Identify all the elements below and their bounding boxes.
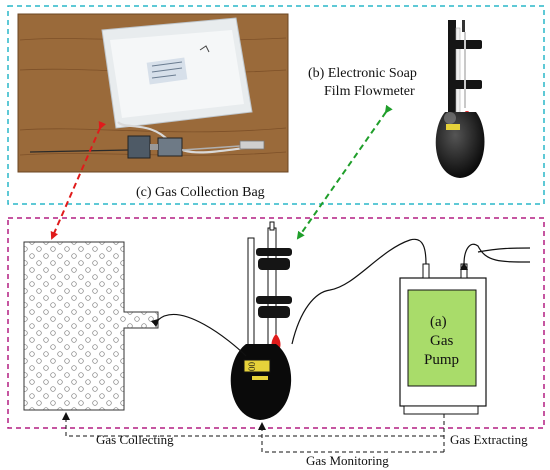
top-dashed-frame xyxy=(7,5,545,205)
gas-monitoring-label: Gas Monitoring xyxy=(306,453,389,468)
bag-link-arrow xyxy=(50,120,107,240)
pump-label-line2: Gas xyxy=(430,333,453,349)
soap-film-flowmeter-photo xyxy=(435,20,485,178)
pump-label-line1: (a) xyxy=(430,314,447,330)
pump-label-line3: Pump xyxy=(424,352,459,368)
flowmeter-label-line1: (b) Electronic Soap xyxy=(308,66,417,81)
bag-to-flowmeter-tube xyxy=(150,313,247,357)
flowmeter-to-pump-tube xyxy=(291,238,427,345)
gas-bag-schematic xyxy=(23,241,159,411)
flowmeter-schematic: 00 xyxy=(230,221,292,420)
pump-inlet-tube-2 xyxy=(477,247,531,253)
flowmeter-label-line2: Film Flowmeter xyxy=(324,84,415,99)
meter-display-readout: 00 xyxy=(247,362,257,372)
gas-collection-bag-photo xyxy=(17,13,289,173)
gas-pump-schematic xyxy=(399,263,487,415)
gas-collecting-label: Gas Collecting xyxy=(96,432,174,447)
flowmeter-link-arrow xyxy=(296,104,393,240)
bottom-dashed-frame xyxy=(7,217,545,429)
pump-inlet-tube xyxy=(459,243,531,271)
gas-extracting-label: Gas Extracting xyxy=(450,432,528,447)
collection-bag-label: (c) Gas Collection Bag xyxy=(136,185,265,200)
